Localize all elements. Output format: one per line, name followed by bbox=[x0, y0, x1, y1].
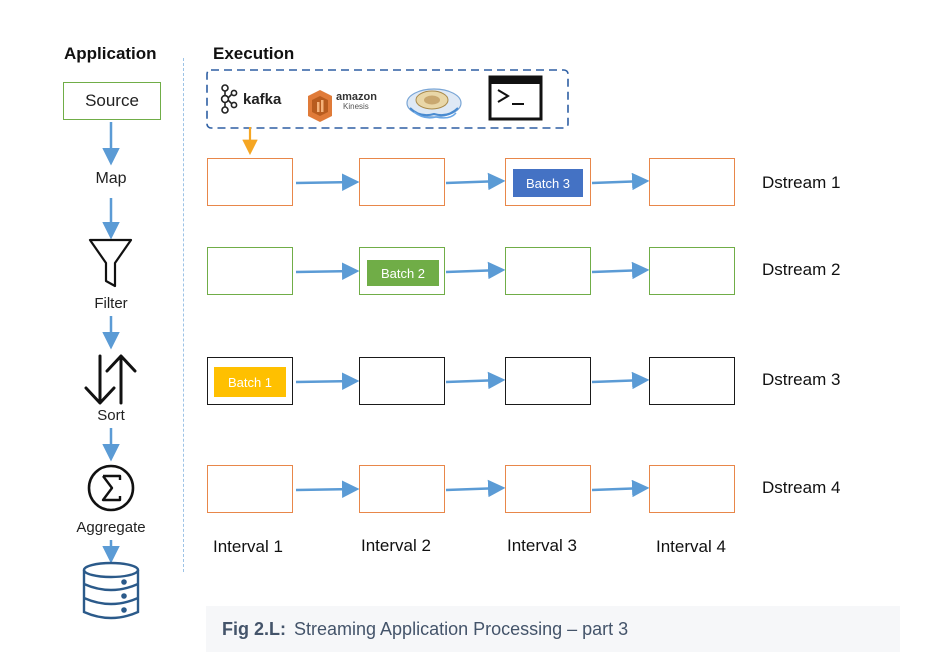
sources-box bbox=[206, 69, 569, 129]
row4-arrow-2 bbox=[445, 479, 506, 498]
amazon-label: amazon bbox=[336, 91, 377, 103]
row2-interval3-box bbox=[505, 247, 591, 295]
batch1: Batch 1 bbox=[214, 367, 286, 397]
kafka-label: kafka bbox=[243, 91, 282, 108]
row3-arrow-2 bbox=[445, 371, 506, 390]
row2-interval1-box bbox=[207, 247, 293, 295]
amazon-kinesis-icon bbox=[308, 90, 332, 122]
filter-label: Filter bbox=[94, 295, 128, 312]
row1-interval3-box: Batch 3 bbox=[505, 158, 591, 206]
row2-interval4-box bbox=[649, 247, 735, 295]
row1-interval4-box bbox=[649, 158, 735, 206]
dstream-2-label: Dstream 2 bbox=[762, 260, 841, 279]
row1-interval1-box bbox=[207, 158, 293, 206]
source-label: Source bbox=[85, 91, 139, 110]
kafka-icon bbox=[220, 84, 238, 114]
map-label: Map bbox=[95, 170, 127, 187]
figure-caption: Fig 2.L: Streaming Application Processin… bbox=[206, 606, 900, 652]
row2-interval2-box: Batch 2 bbox=[359, 247, 445, 295]
divider bbox=[183, 58, 184, 572]
row3-interval2-box bbox=[359, 357, 445, 405]
row4-arrow-1 bbox=[295, 480, 360, 498]
filter-icon bbox=[88, 238, 133, 288]
row3-arrow-3 bbox=[591, 371, 650, 390]
row2-arrow-1 bbox=[295, 262, 360, 280]
row1-arrow-2 bbox=[445, 172, 506, 191]
row1-arrow-3 bbox=[591, 172, 650, 191]
dstream-4-label: Dstream 4 bbox=[762, 478, 841, 497]
row4-interval4-box bbox=[649, 465, 735, 513]
row2-arrow-2 bbox=[445, 261, 506, 280]
caption-label: Fig 2.L: bbox=[222, 618, 286, 639]
row3-interval1-box: Batch 1 bbox=[207, 357, 293, 405]
row3-interval4-box bbox=[649, 357, 735, 405]
interval-1-label: Interval 1 bbox=[213, 537, 283, 556]
execution-header: Execution bbox=[213, 44, 295, 63]
caption-text: Streaming Application Processing – part … bbox=[294, 618, 629, 639]
terminal-icon bbox=[488, 75, 543, 121]
interval-3-label: Interval 3 bbox=[507, 536, 577, 555]
interval-2-label: Interval 2 bbox=[361, 536, 431, 555]
sort-label: Sort bbox=[97, 407, 125, 424]
kinesis-label: Kinesis bbox=[343, 102, 369, 111]
dstream-3-label: Dstream 3 bbox=[762, 370, 841, 389]
row3-arrow-1 bbox=[295, 372, 360, 390]
application-header: Application bbox=[64, 44, 157, 63]
row4-interval3-box bbox=[505, 465, 591, 513]
batch3: Batch 3 bbox=[513, 169, 583, 197]
row1-arrow-1 bbox=[295, 173, 360, 191]
aggregate-label: Aggregate bbox=[76, 519, 146, 536]
dstream-1-label: Dstream 1 bbox=[762, 173, 841, 192]
batch2: Batch 2 bbox=[367, 260, 439, 286]
aggregate-sigma-icon bbox=[87, 464, 135, 512]
row4-interval1-box bbox=[207, 465, 293, 513]
interval-4-label: Interval 4 bbox=[656, 537, 726, 556]
database-icon bbox=[82, 561, 140, 620]
row3-interval3-box bbox=[505, 357, 591, 405]
row4-interval2-box bbox=[359, 465, 445, 513]
source-box: Source bbox=[63, 82, 161, 120]
row4-arrow-3 bbox=[591, 479, 650, 498]
row2-arrow-3 bbox=[591, 261, 650, 280]
row1-interval2-box bbox=[359, 158, 445, 206]
sort-icon bbox=[84, 354, 137, 405]
flume-icon bbox=[406, 88, 462, 119]
